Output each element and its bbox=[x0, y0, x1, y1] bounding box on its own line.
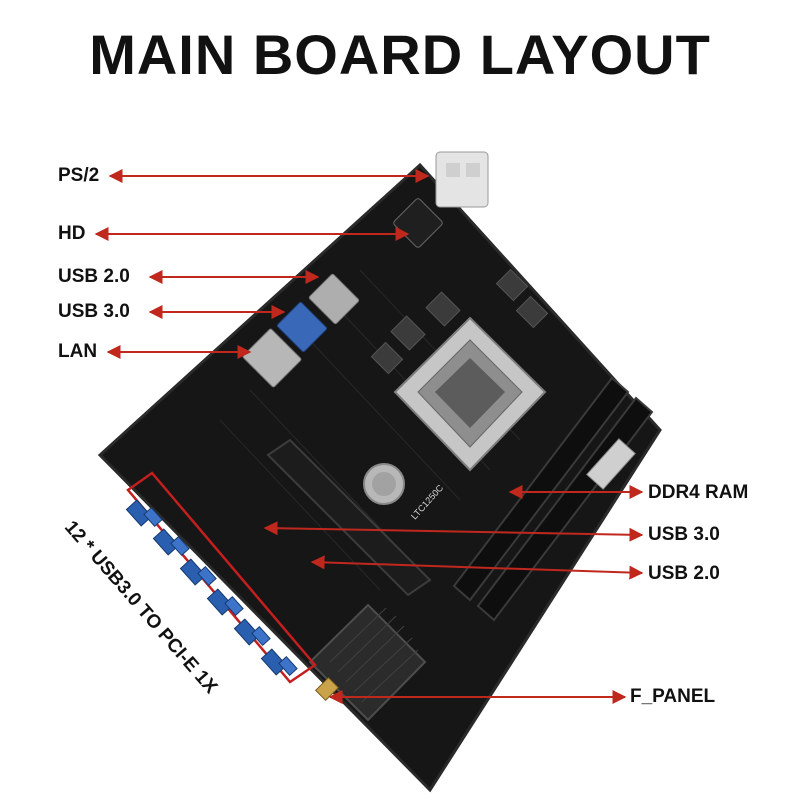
power-connector bbox=[586, 438, 636, 490]
vrm-chokes bbox=[370, 268, 549, 375]
usb30-pcie-ports bbox=[125, 499, 288, 676]
label-fpanel: F_PANEL bbox=[630, 686, 716, 707]
usb20-rear-port bbox=[308, 273, 360, 325]
label-usb30-right: USB 3.0 bbox=[648, 524, 720, 545]
label-usb20-left: USB 2.0 bbox=[58, 266, 130, 287]
label-ddr4: DDR4 RAM bbox=[648, 482, 749, 503]
usb30-pcie-ports-b bbox=[143, 507, 298, 676]
ps2-port bbox=[435, 151, 489, 208]
lan-port bbox=[242, 328, 302, 388]
label-lan: LAN bbox=[58, 341, 98, 362]
arrows bbox=[94, 169, 644, 704]
page-title: MAIN BOARD LAYOUT bbox=[89, 23, 711, 86]
label-hd: HD bbox=[58, 223, 86, 244]
arrow-usb30-right bbox=[263, 521, 644, 542]
label-usb30-left: USB 3.0 bbox=[58, 301, 130, 322]
usb30-rear-port bbox=[276, 301, 328, 353]
usb-bracket bbox=[126, 471, 317, 684]
label-usb20-right: USB 2.0 bbox=[648, 563, 720, 584]
cpu-socket bbox=[393, 316, 547, 472]
arrow-usb20-right bbox=[310, 555, 644, 580]
label-ps2: PS/2 bbox=[58, 165, 100, 186]
